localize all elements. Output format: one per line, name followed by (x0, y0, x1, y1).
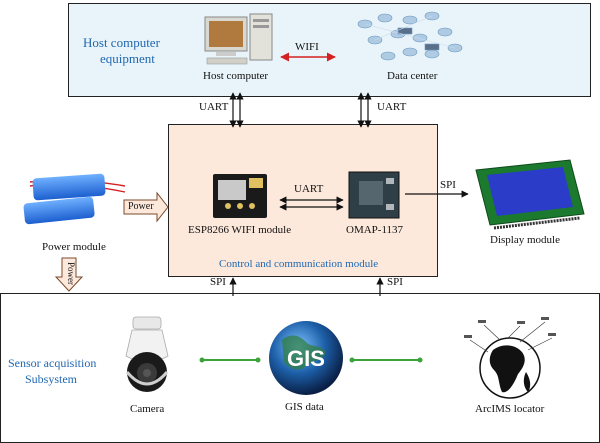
camera-icon (125, 316, 169, 392)
power-module-icon (23, 173, 126, 225)
power-module-label: Power module (42, 241, 106, 253)
display-module-label: Display module (490, 234, 560, 246)
data-center-label: Data center (387, 70, 438, 82)
arcims-locator-icon (464, 317, 556, 399)
esp8266-module-icon (213, 174, 267, 218)
host-computer-label: Host computer (203, 70, 269, 82)
host-equipment-box (68, 3, 591, 97)
power-down-label: Power (66, 262, 76, 285)
arcims-locator-label: ArcIMS locator (475, 403, 545, 415)
display-module-icon (475, 159, 585, 230)
spi-bottom-left-label: SPI (210, 276, 226, 288)
host-title-line1: Host computer (83, 35, 160, 50)
spi-display-label: SPI (440, 179, 456, 191)
power-right-label: Power (128, 201, 154, 212)
spi-bottom-right-label: SPI (387, 276, 403, 288)
uart-middle-label: UART (294, 183, 324, 195)
sensor-title-line1: Sensor acquisition (8, 356, 97, 370)
uart-right-label: UART (377, 101, 407, 113)
uart-left-label: UART (199, 101, 229, 113)
gis-data-label: GIS data (285, 401, 324, 413)
wifi-label: WIFI (295, 41, 319, 53)
gis-logo-text: GIS (287, 346, 325, 371)
control-module-title: Control and communication module (219, 258, 379, 270)
host-title-line2: equipment (100, 51, 155, 66)
power-down-block-arrow (54, 257, 84, 292)
esp8266-label: ESP8266 WIFI module (188, 224, 292, 236)
power-right-block-arrow (123, 191, 169, 223)
omap-label: OMAP-1137 (346, 224, 404, 236)
host-computer-icon (204, 13, 273, 65)
sensor-title-line2: Subsystem (25, 372, 78, 386)
data-center-icon (357, 11, 463, 61)
gis-globe-icon: GIS (269, 321, 343, 395)
omap-chip-icon (348, 171, 400, 219)
camera-label: Camera (130, 403, 165, 415)
